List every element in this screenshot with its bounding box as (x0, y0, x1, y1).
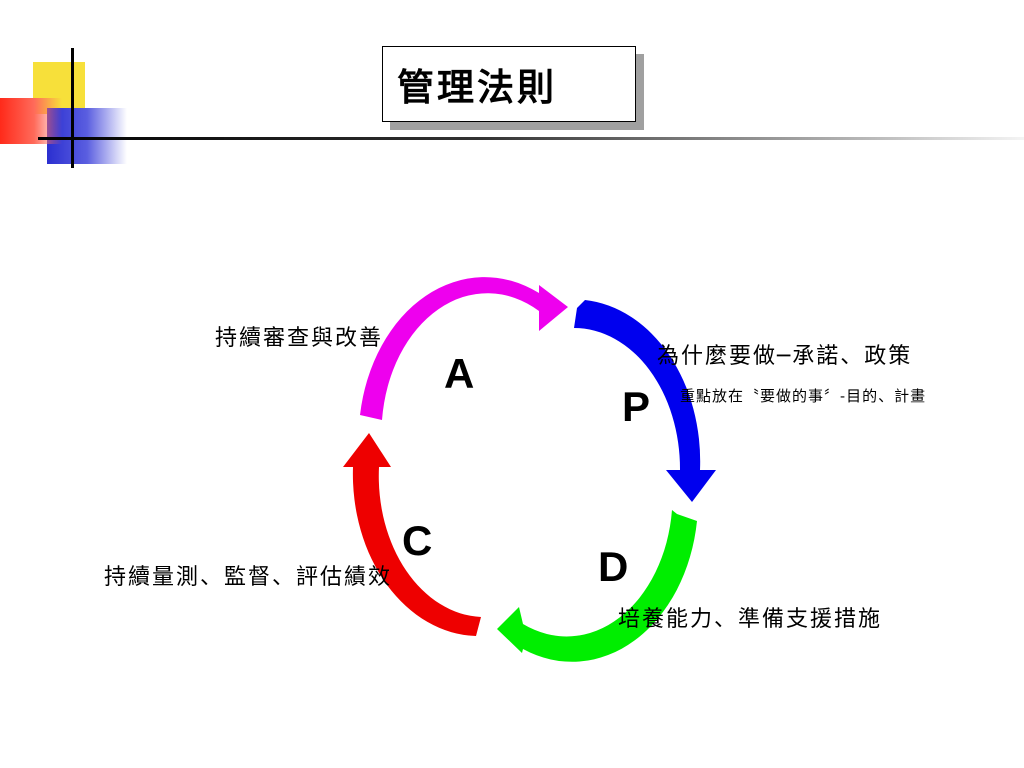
act-label: 持續審查與改善 (215, 326, 384, 351)
page-title: 管理法則 (382, 46, 636, 122)
plan-letter: P (622, 383, 651, 430)
check-arrow (343, 433, 481, 636)
plan-label: 為什麼要做─承諾、政策 (657, 344, 913, 369)
decor-red-square (0, 98, 62, 144)
check-letter: C (402, 517, 433, 564)
do-label: 培養能力、準備支援措施 (618, 607, 883, 632)
do-arrow (497, 510, 697, 662)
act-arrow (360, 277, 568, 420)
plan-arrow (574, 300, 716, 502)
do-letter: D (598, 543, 629, 590)
check-label: 持續量測、監督、評估績效 (104, 565, 393, 590)
title-underline (38, 137, 1024, 140)
plan-sublabel: 重點放在〝要做的事〞-目的、計畫 (680, 387, 927, 405)
decor-vertical-line (71, 48, 74, 168)
act-letter: A (444, 350, 475, 397)
